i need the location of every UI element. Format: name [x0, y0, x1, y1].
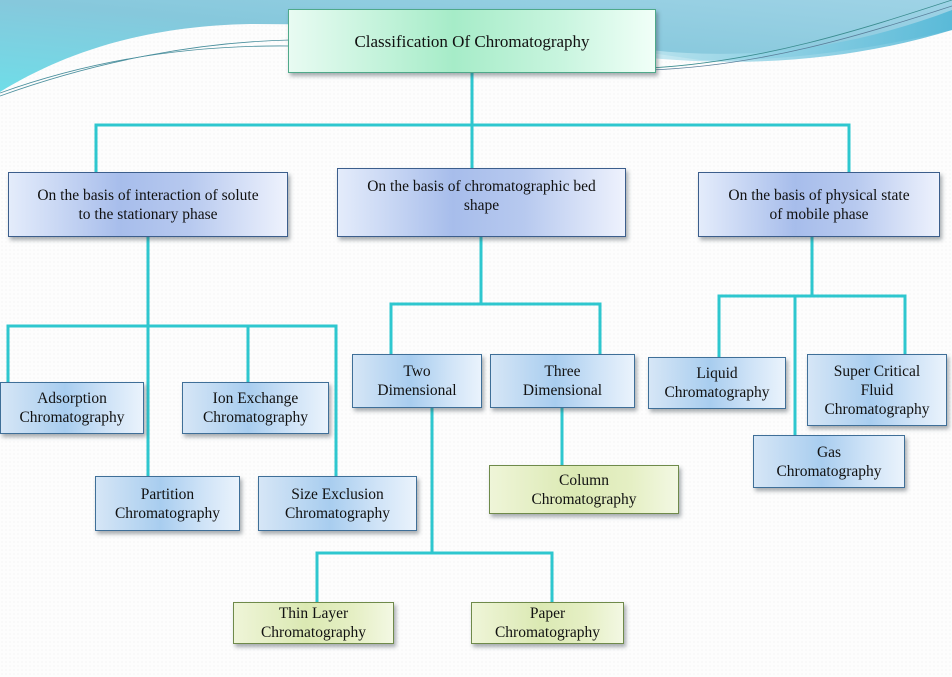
leaf-adsorption-node: Adsorption Chromatography: [0, 382, 144, 434]
category-mobile-phase-line2: of mobile phase: [769, 205, 869, 223]
leaf-gas-line2: Chromatography: [776, 462, 882, 480]
leaf-ion-exchange-line1: Ion Exchange: [212, 390, 299, 407]
leaf-three-dimensional-line2: Dimensional: [522, 382, 603, 399]
leaf-supercritical-line3: Chromatography: [824, 400, 930, 418]
final-column-line1: Column: [559, 471, 609, 489]
leaf-size-exclusion-line2: Chromatography: [284, 504, 391, 522]
category-interaction-line2: to the stationary phase: [78, 205, 218, 223]
leaf-liquid-line2: Chromatography: [664, 384, 770, 401]
category-mobile-phase-line1: On the basis of physical state: [728, 186, 910, 204]
leaf-ion-exchange-line2: Chromatography: [202, 409, 309, 426]
final-paper-line1: Paper: [529, 605, 566, 622]
final-column-node: Column Chromatography: [489, 465, 679, 514]
leaf-ion-exchange-node: Ion Exchange Chromatography: [182, 382, 329, 434]
root-title-text: Classification Of Chromatography: [354, 31, 590, 51]
leaf-adsorption-line1: Adsorption: [37, 390, 107, 407]
category-bed-shape-node: On the basis of chromatographic bed shap…: [337, 168, 626, 237]
category-bed-shape-line2: shape: [463, 196, 500, 214]
final-thin-layer-line2: Chromatography: [260, 624, 367, 641]
leaf-liquid-line1: Liquid: [696, 365, 738, 382]
leaf-supercritical-node: Super Critical Fluid Chromatography: [807, 354, 947, 426]
leaf-adsorption-line2: Chromatography: [19, 409, 125, 426]
leaf-partition-node: Partition Chromatography: [95, 476, 240, 531]
leaf-gas-line1: Gas: [816, 443, 842, 461]
category-interaction-node: On the basis of interaction of solute to…: [8, 172, 288, 237]
leaf-two-dimensional-line2: Dimensional: [377, 382, 457, 399]
leaf-partition-line1: Partition: [140, 485, 195, 503]
root-node-title: Classification Of Chromatography: [288, 9, 656, 73]
leaf-two-dimensional-node: Two Dimensional: [352, 354, 482, 408]
final-paper-node: Paper Chromatography: [471, 602, 624, 644]
leaf-supercritical-line2: Fluid: [860, 381, 894, 399]
leaf-partition-line2: Chromatography: [114, 504, 221, 522]
leaf-size-exclusion-line1: Size Exclusion: [291, 485, 384, 503]
leaf-size-exclusion-node: Size Exclusion Chromatography: [258, 476, 417, 531]
leaf-liquid-node: Liquid Chromatography: [648, 357, 786, 409]
final-thin-layer-line1: Thin Layer: [278, 605, 349, 622]
category-bed-shape-line1: On the basis of chromatographic bed: [367, 177, 596, 195]
final-paper-line2: Chromatography: [494, 624, 601, 641]
leaf-supercritical-line1: Super Critical: [833, 362, 921, 380]
final-column-line2: Chromatography: [531, 490, 637, 508]
leaf-two-dimensional-line1: Two: [403, 363, 431, 380]
leaf-three-dimensional-node: Three Dimensional: [490, 354, 635, 408]
leaf-three-dimensional-line1: Three: [544, 363, 581, 380]
category-mobile-phase-node: On the basis of physical state of mobile…: [698, 172, 940, 237]
leaf-gas-node: Gas Chromatography: [753, 435, 905, 488]
category-interaction-line1: On the basis of interaction of solute: [37, 186, 259, 204]
final-thin-layer-node: Thin Layer Chromatography: [233, 602, 394, 644]
